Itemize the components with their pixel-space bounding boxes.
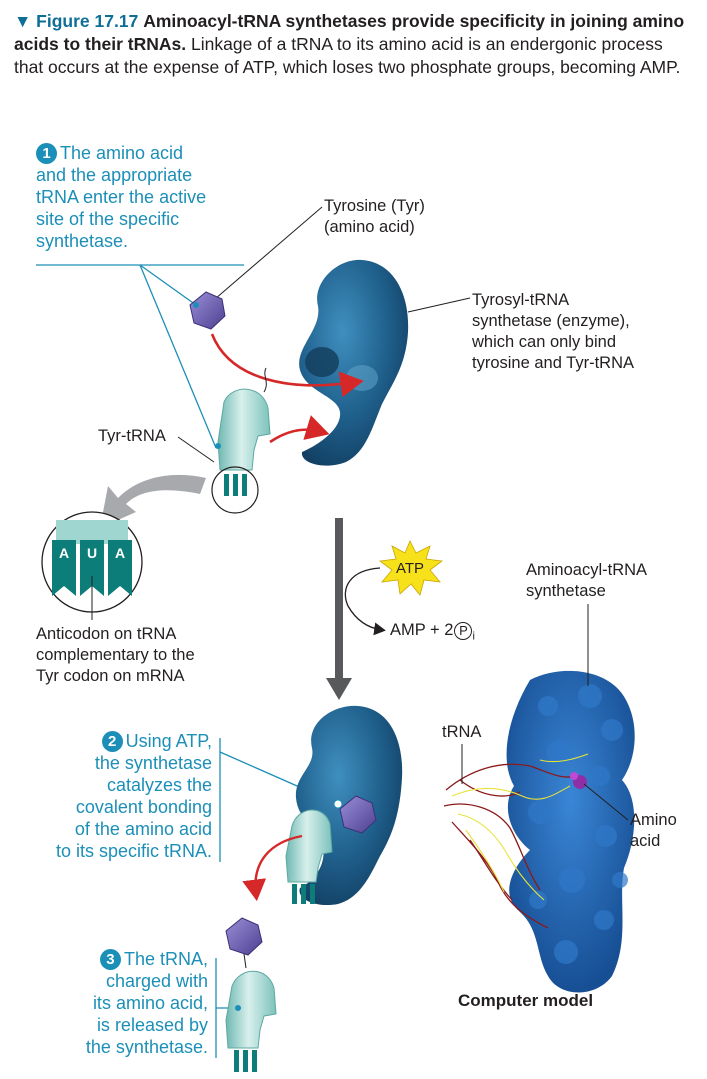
synthetase-enzyme-top bbox=[299, 259, 409, 466]
leader-dot-released bbox=[235, 1005, 241, 1011]
tyrosine-hexagon bbox=[189, 291, 226, 330]
atp-starburst bbox=[378, 540, 444, 596]
figure-title: Aminoacyl-tRNA synthetases provide speci… bbox=[14, 11, 685, 54]
computer-model-label: Computer model bbox=[458, 991, 594, 1010]
synthetase-enzyme-bound bbox=[285, 705, 403, 906]
figure-caption: ▼ Figure 17.17 Aminoacyl-tRNA synthetase… bbox=[14, 10, 694, 79]
process-arrow-head bbox=[326, 678, 352, 700]
tyr-trna-label: Tyr-tRNA bbox=[98, 427, 166, 445]
step1-leader-trna bbox=[139, 264, 217, 449]
step-2-number: 2 bbox=[101, 731, 123, 752]
phosphate-icon: P bbox=[454, 622, 473, 640]
leader-dot-trna bbox=[215, 443, 221, 449]
step-3-number: 3 bbox=[99, 949, 121, 970]
anticodon-letter-2: U bbox=[87, 545, 97, 561]
tyr-trna-leader bbox=[177, 436, 215, 463]
anticodon-letter-1: A bbox=[59, 545, 69, 561]
atp-branch-arrow bbox=[344, 567, 386, 636]
anticodon-zoom bbox=[41, 511, 143, 613]
leader-dot bbox=[193, 302, 199, 308]
step-1-number: 1 bbox=[36, 143, 57, 164]
tyrosine-label: Tyrosine (Tyr) (amino acid) bbox=[324, 197, 425, 236]
tyrosine-leader bbox=[207, 206, 323, 306]
charged-trna bbox=[225, 917, 277, 1072]
figure-label: ▼ Figure 17.17 bbox=[14, 11, 139, 31]
step1-leader-amino bbox=[139, 264, 197, 306]
synthetase-label: Tyrosyl-tRNA synthetase (enzyme), which … bbox=[472, 291, 635, 372]
synthetase-leader bbox=[407, 297, 471, 313]
anticodon-letter-3: A bbox=[115, 545, 125, 561]
computer-model bbox=[443, 670, 635, 993]
model-amino-leader bbox=[583, 783, 629, 821]
tyr-trna-top bbox=[217, 367, 271, 496]
trna-entry-arrow bbox=[269, 415, 330, 444]
model-trna-label: tRNA bbox=[442, 723, 482, 741]
process-arrow-shaft bbox=[335, 518, 343, 680]
zoom-arrow bbox=[100, 474, 206, 528]
release-arrow bbox=[242, 834, 303, 902]
aminoacyl-synthetase-label: Aminoacyl-tRNA synthetase bbox=[526, 561, 648, 600]
model-amino-acid-label: Amino acid bbox=[630, 811, 677, 850]
anticodon-label: Anticodon on tRNA complementary to the T… bbox=[36, 625, 195, 685]
figure-body: Linkage of a tRNA to its amino acid is a… bbox=[14, 34, 681, 77]
anticodon-highlight-circle bbox=[211, 466, 259, 514]
atp-label: ATP bbox=[396, 560, 425, 577]
